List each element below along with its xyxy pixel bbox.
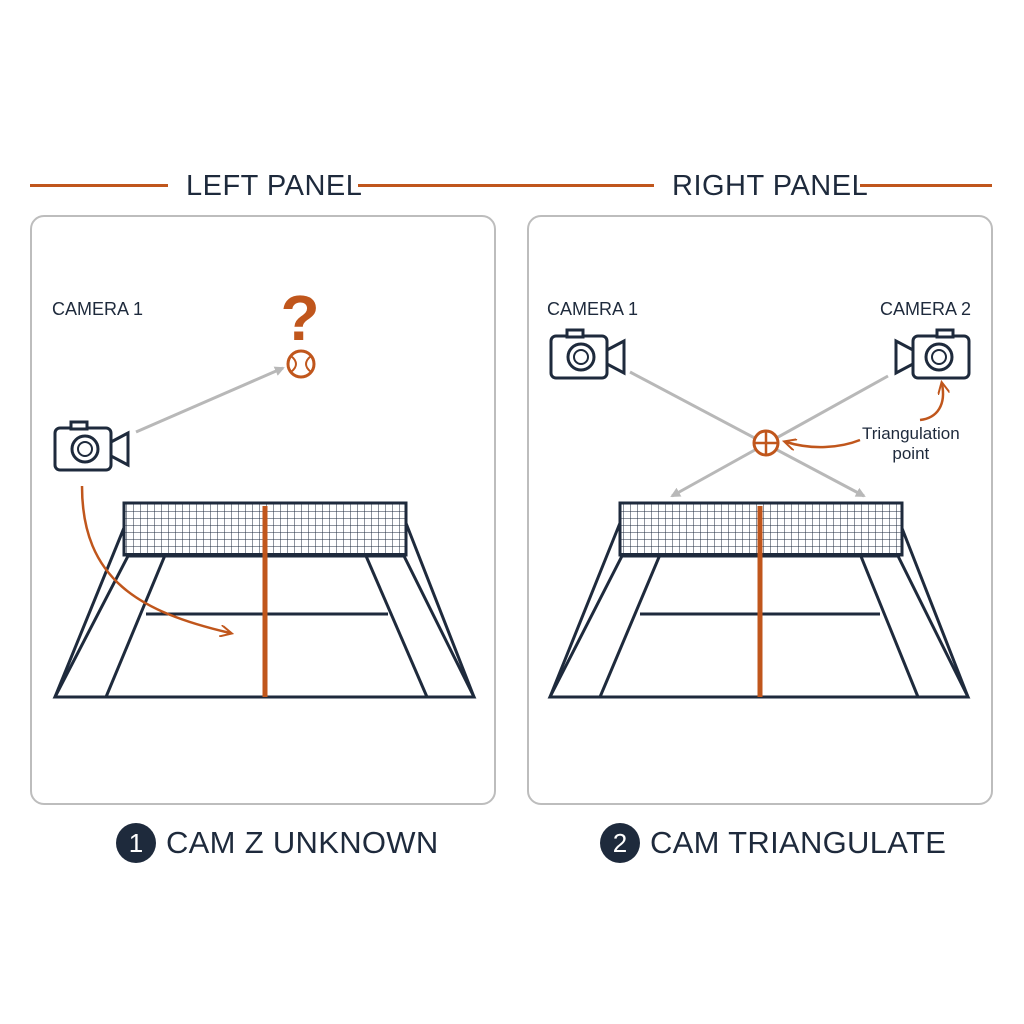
header-rule-left <box>30 184 168 187</box>
left-curved-arrow <box>80 485 230 633</box>
left-panel-header: LEFT PANEL <box>186 170 363 202</box>
left-tennis-court <box>52 501 477 699</box>
right-tennis-court <box>547 501 971 699</box>
right-camera1-icon <box>549 328 626 380</box>
left-camera-ray <box>135 366 285 434</box>
triangulation-label-line2: point <box>892 444 930 463</box>
unknown-question-mark: ? <box>280 282 319 354</box>
tennis-ball-icon <box>286 349 316 379</box>
header-rule-middle <box>358 184 654 187</box>
triangulation-arrow <box>786 440 861 447</box>
right-caption-text: CAM TRIANGULATE <box>650 825 947 860</box>
left-caption-text: CAM Z UNKNOWN <box>166 825 439 860</box>
right-camera2-label: CAMERA 2 <box>880 299 972 319</box>
right-panel-header: RIGHT PANEL <box>672 170 869 202</box>
triangulation-point-icon <box>752 429 780 457</box>
camera1-ray <box>629 370 866 498</box>
right-caption-number-badge: 2 <box>600 823 640 863</box>
left-camera1-icon <box>53 420 130 472</box>
right-caption: 2 CAM TRIANGULATE <box>600 822 946 864</box>
triangulation-label-line1: Triangulation <box>862 424 960 443</box>
camera2-ray <box>670 374 889 498</box>
triangulation-label: Triangulation point <box>862 424 960 464</box>
camera2-curved-arrow <box>919 384 943 422</box>
right-camera2-icon <box>894 328 971 380</box>
left-caption-number-badge: 1 <box>116 823 156 863</box>
left-caption: 1 CAM Z UNKNOWN <box>116 822 439 864</box>
left-camera1-label: CAMERA 1 <box>52 299 144 319</box>
right-camera1-label: CAMERA 1 <box>547 299 639 319</box>
header-rule-right <box>860 184 992 187</box>
